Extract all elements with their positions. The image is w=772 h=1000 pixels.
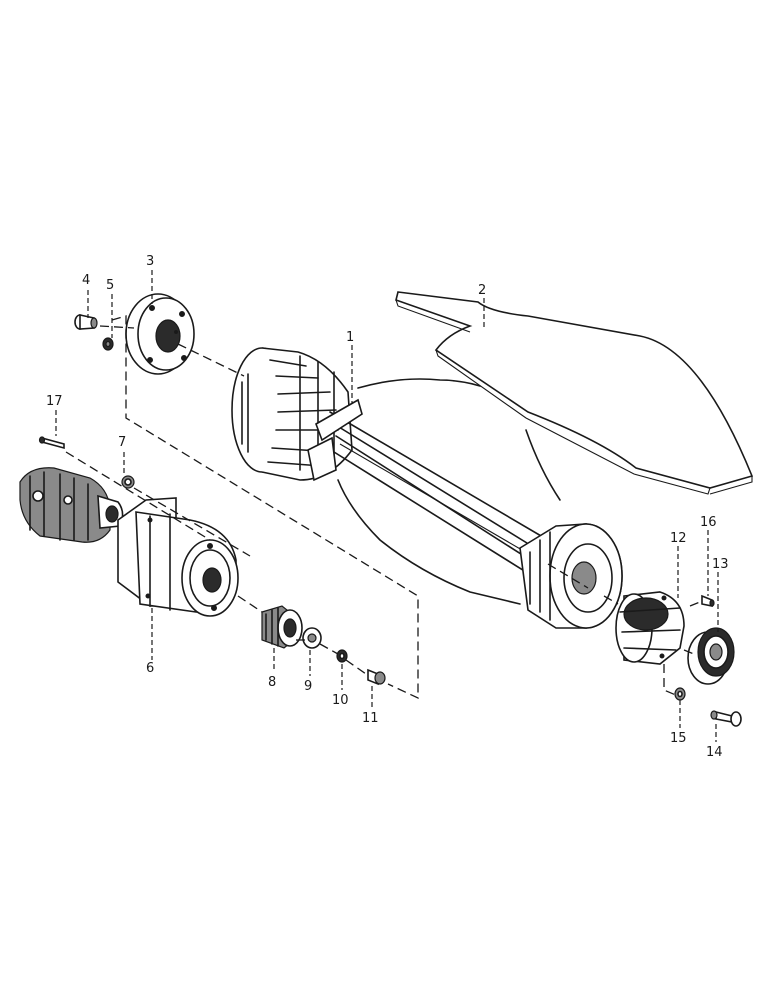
part-12-bearing-housing: [615, 591, 685, 665]
callout-16: 16: [700, 515, 717, 530]
part-4-bolt: [74, 314, 98, 330]
part-17-hydraulic-motor: [19, 436, 124, 543]
mounting-plate-upper: [315, 398, 363, 442]
part-7-nut: [121, 475, 135, 489]
part-3-hub-flange: [125, 293, 195, 375]
part-6-housing: [117, 497, 239, 617]
callout-4: 4: [82, 273, 90, 288]
callout-3: 3: [146, 254, 154, 269]
callout-labels: 1 2 3 4 5 6 7 8 9 10 11 12 13 14 15 16 1…: [46, 254, 729, 760]
callout-2: 2: [478, 283, 486, 298]
callout-15: 15: [670, 731, 687, 746]
callout-13: 13: [712, 557, 729, 572]
callout-7: 7: [118, 435, 126, 450]
callout-1: 1: [346, 330, 354, 345]
part-5-washer: [102, 337, 114, 351]
part-9-washer: [302, 627, 322, 649]
part-11-screw: [367, 668, 386, 686]
part-14-bolt: [710, 710, 742, 727]
callout-10: 10: [332, 693, 349, 708]
callout-8: 8: [268, 675, 276, 690]
callout-14: 14: [706, 745, 723, 760]
callout-5: 5: [106, 278, 114, 293]
part-8-sprocket: [261, 605, 303, 649]
part-16-grease-fitting: [701, 594, 715, 607]
callout-12: 12: [670, 531, 687, 546]
callout-11: 11: [362, 711, 379, 726]
part-13-bearing: [687, 627, 735, 685]
part-1-drum-shaft: [231, 347, 623, 629]
part-2-flat-strip: [395, 291, 754, 495]
assembly-center-lines: [65, 315, 701, 700]
callout-6: 6: [146, 661, 154, 676]
callout-leaders: [55, 270, 719, 742]
mounting-plate-lower: [307, 436, 337, 482]
callout-17: 17: [46, 394, 63, 409]
part-10-lock-washer: [336, 649, 348, 663]
part-15-nut: [674, 687, 686, 701]
callout-9: 9: [304, 679, 312, 694]
